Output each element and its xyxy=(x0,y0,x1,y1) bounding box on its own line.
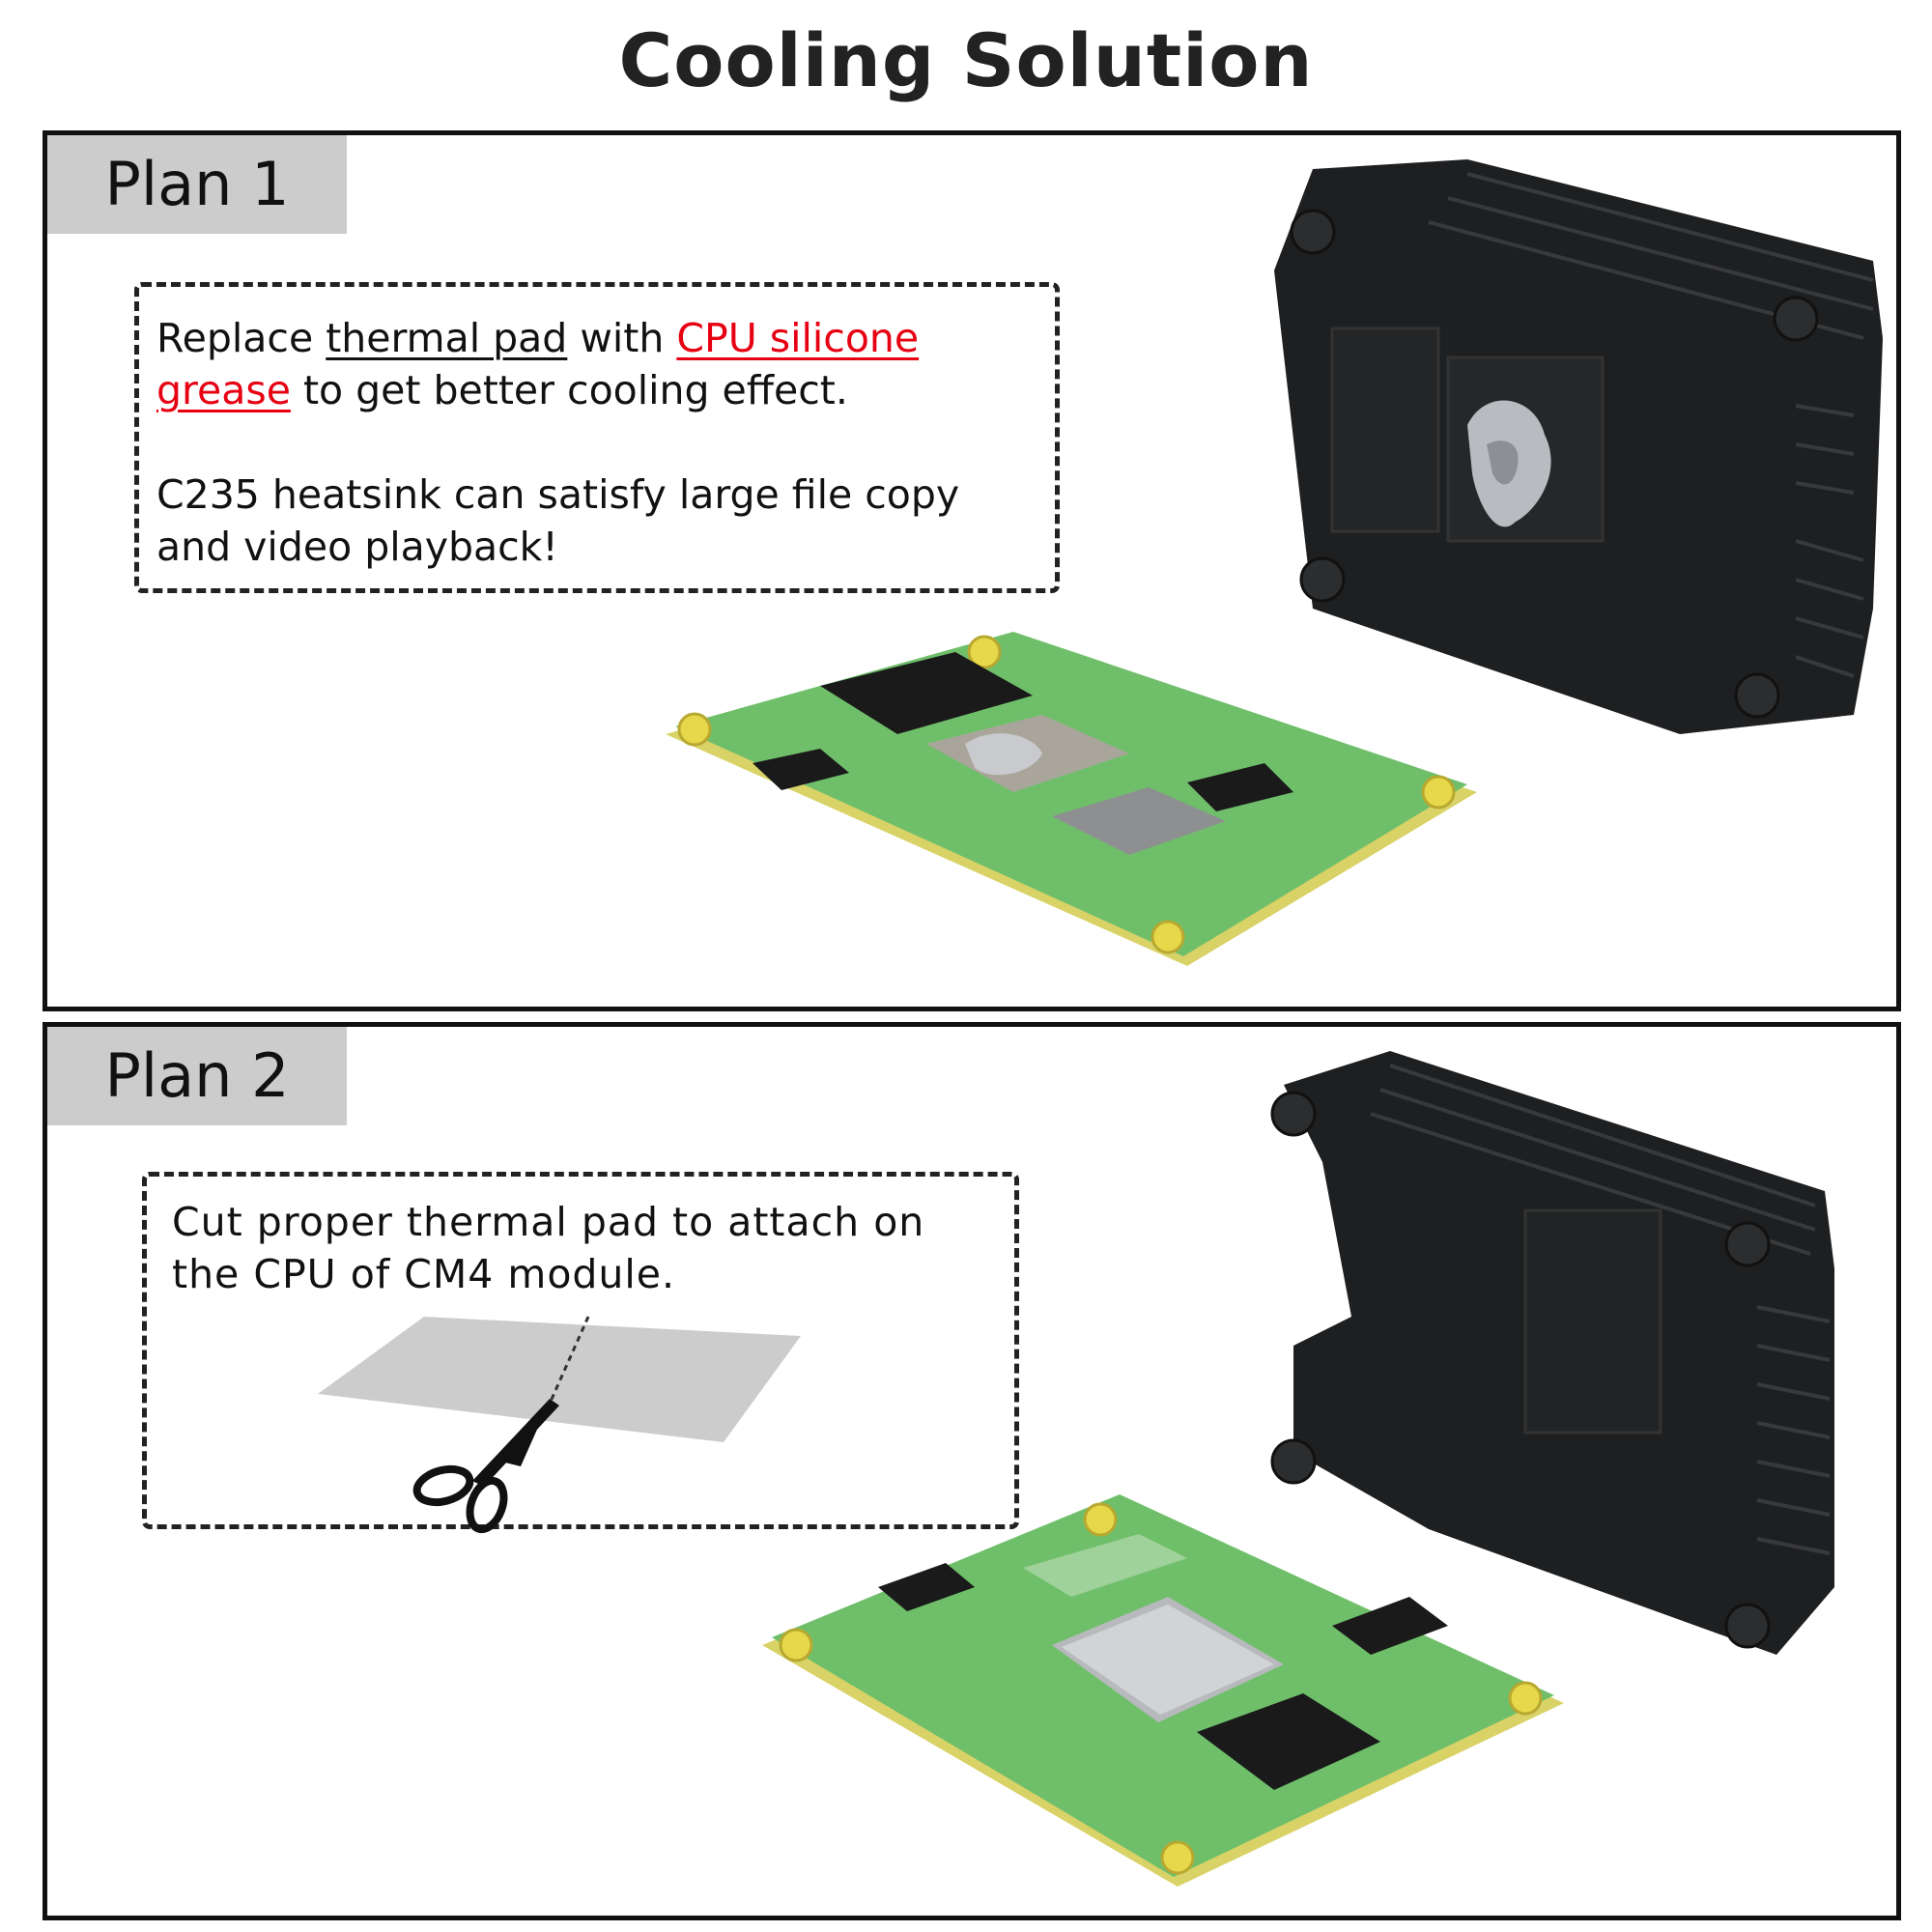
plan-1-label: Plan 1 xyxy=(47,135,347,234)
thermal-pad-cut-illustration xyxy=(318,1316,801,1534)
plan-1-note: Replace thermal pad with CPU silicone gre… xyxy=(134,282,1060,593)
note-text-pre: Replace xyxy=(156,315,327,361)
cm4-board-image-1 xyxy=(666,632,1477,966)
grease-term: grease xyxy=(156,367,291,413)
plan-1-panel: Plan 1 Replace thermal pad with CPU sili… xyxy=(43,130,1901,1011)
thermal-pad-term: thermal pad xyxy=(326,315,568,361)
cm4-board-image-2 xyxy=(762,1494,1564,1887)
plan-2-label: Plan 2 xyxy=(47,1027,347,1125)
plan-2-instruction: Cut proper thermal pad to attach on the … xyxy=(172,1199,925,1297)
cpu-silicone-term: CPU silicone xyxy=(676,315,920,361)
note-text-post: to get better cooling effect. xyxy=(290,367,848,413)
heatsink-claim: C235 heatsink can satisfy large file cop… xyxy=(156,471,960,570)
page-title: Cooling Solution xyxy=(618,17,1314,103)
plan-2-panel: Plan 2 Cut proper thermal pad to attach … xyxy=(43,1022,1901,1920)
heatsink-image-2 xyxy=(1270,1051,1834,1655)
heatsink-image-1 xyxy=(1274,159,1883,734)
note-text-mid: with xyxy=(567,315,677,361)
scissors-icon xyxy=(412,1399,559,1534)
